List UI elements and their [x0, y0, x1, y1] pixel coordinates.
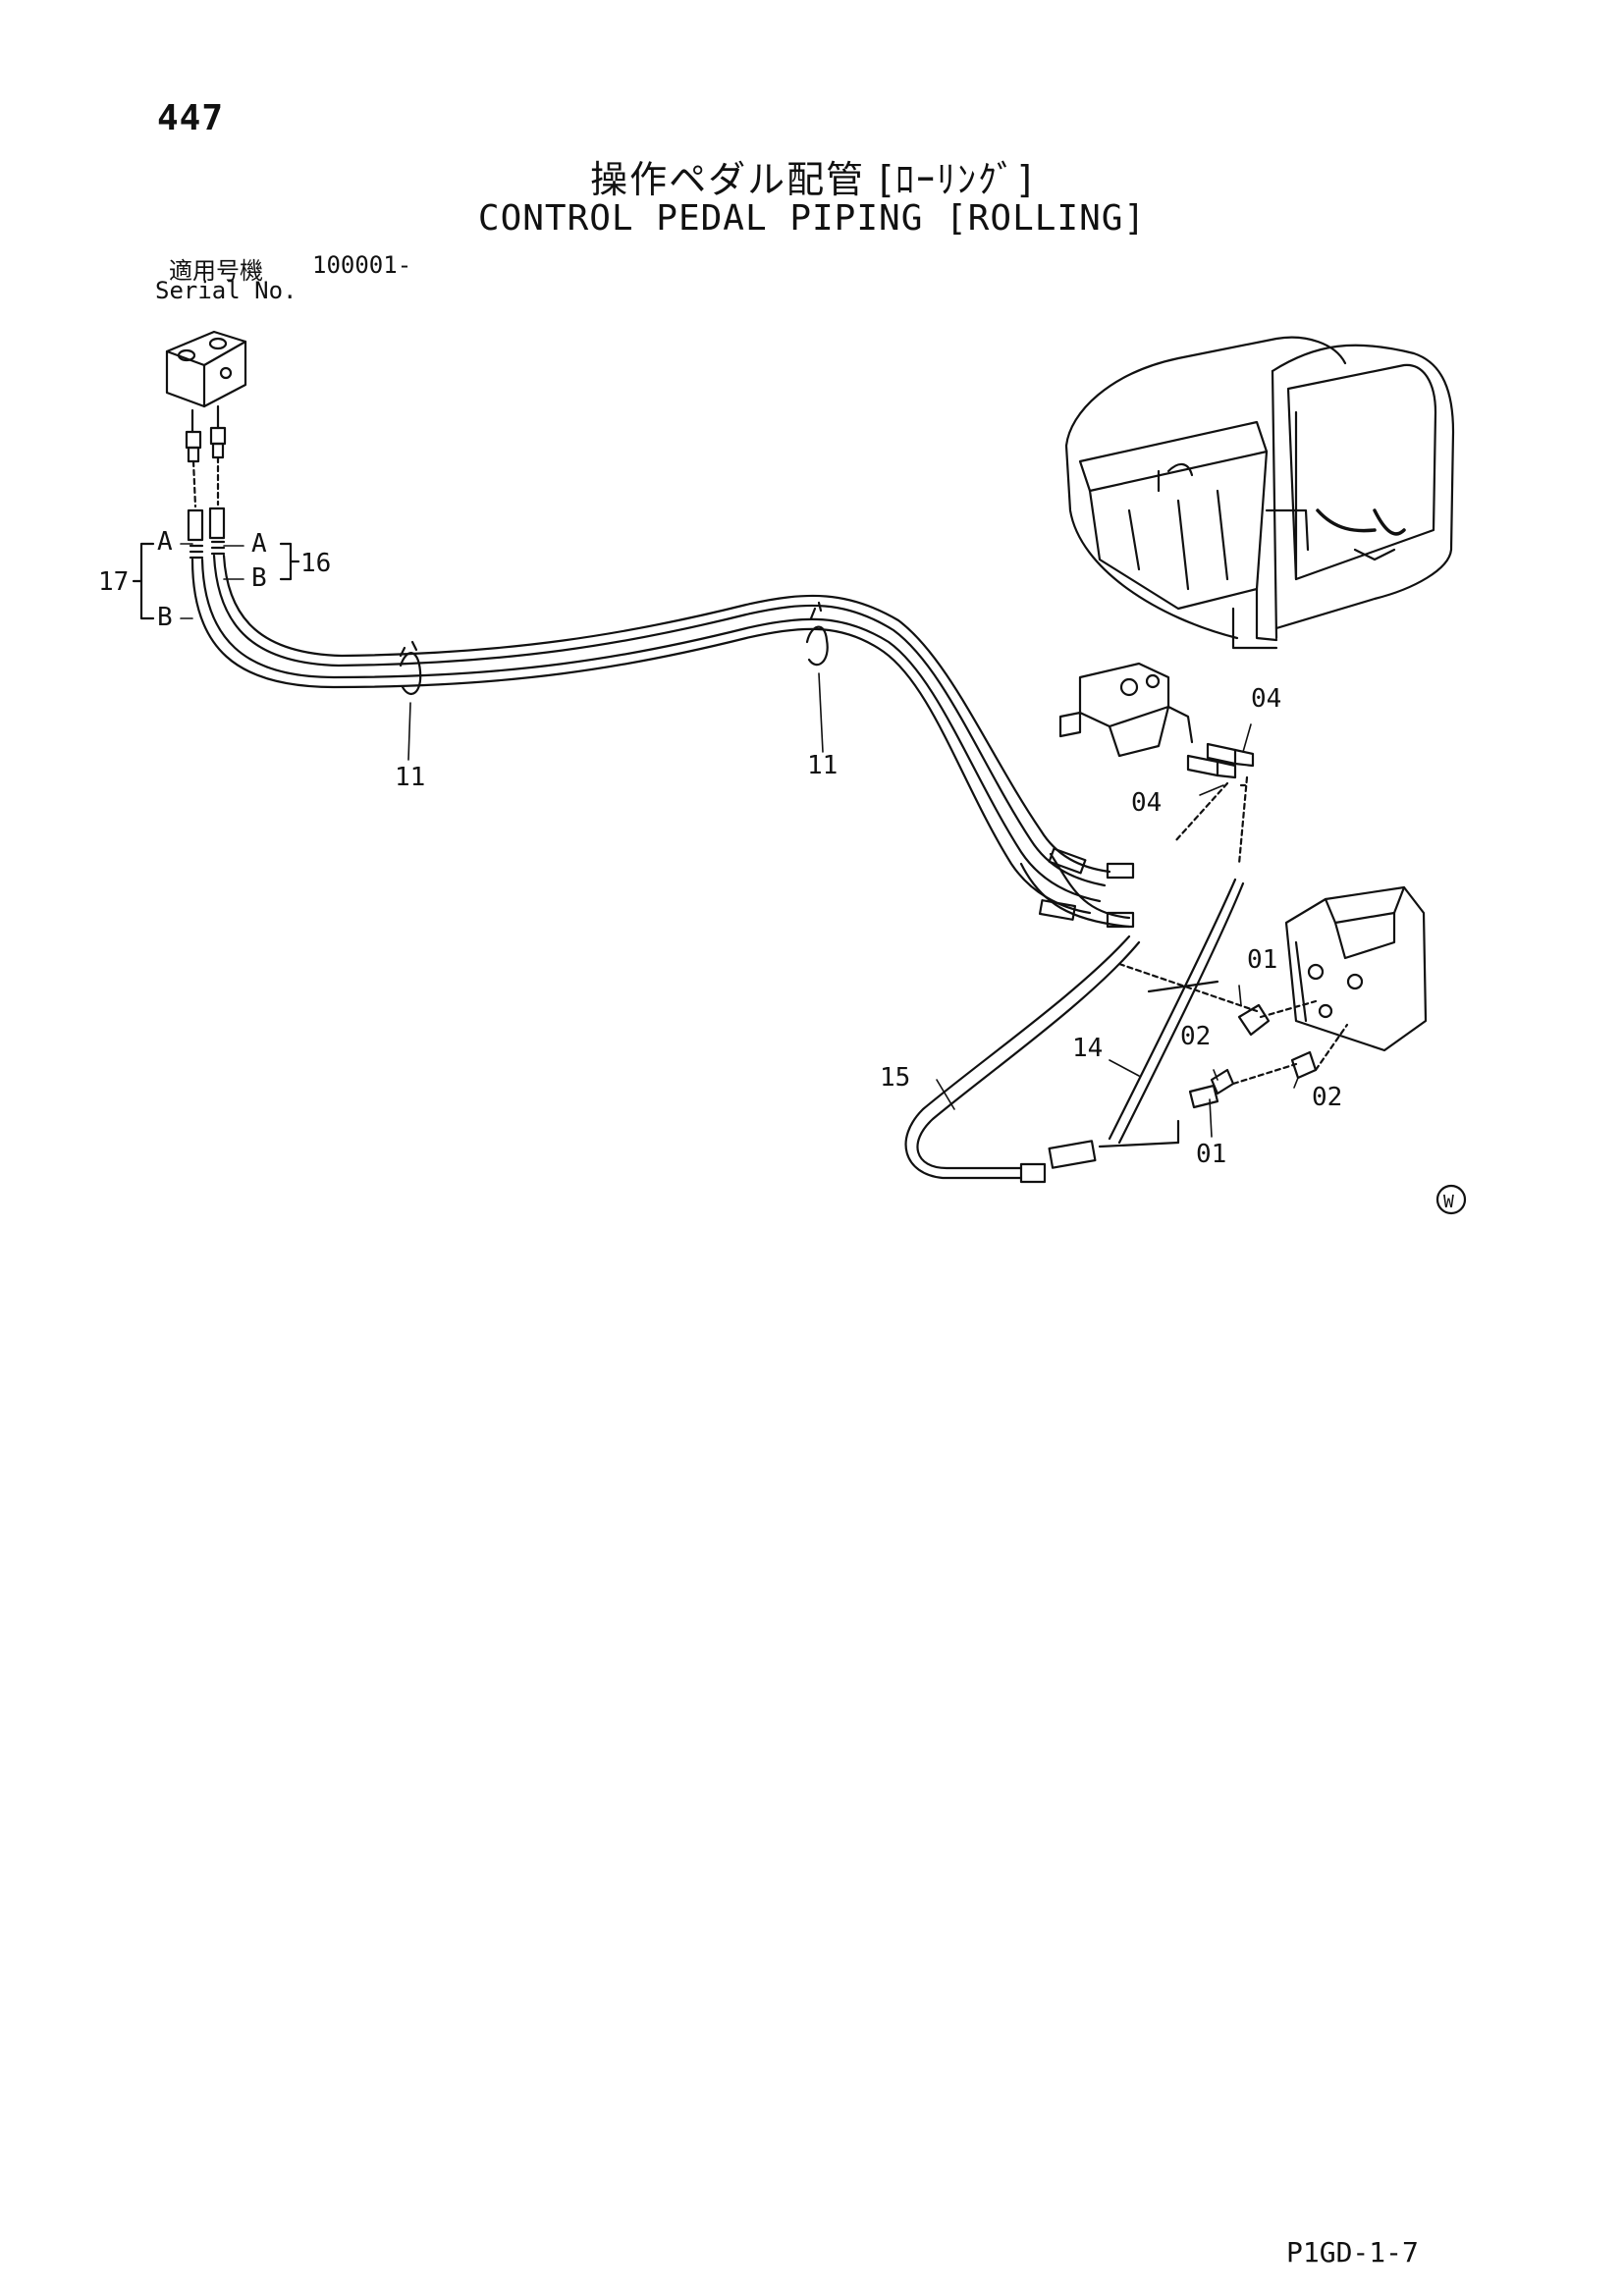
lines-14-15 — [904, 878, 1245, 1184]
fittings-04 — [1172, 742, 1255, 866]
callout-bracket-17 — [132, 542, 155, 620]
valve-adapters — [185, 404, 227, 508]
document-code: P1GD-1-7 — [1286, 2236, 1419, 2269]
w-mark-circle — [1435, 1184, 1467, 1215]
callout-17: 17 — [98, 567, 129, 597]
callout-b-right: B — [251, 563, 267, 593]
callout-04-bottom: 04 — [1131, 788, 1162, 818]
w-mark-letter: W — [1443, 1192, 1454, 1212]
page-title-japanese: 操作ペダル配管 [ﾛｰﾘﾝｸﾞ] — [590, 158, 1034, 201]
fittings-01-02 — [1117, 962, 1349, 1109]
hoses-16-17 — [190, 554, 1131, 929]
serial-label-english: Serial No. — [155, 277, 298, 304]
callout-a-right: A — [251, 529, 267, 559]
leader-lines — [180, 543, 1299, 1138]
hose-end-fittings — [1038, 847, 1135, 929]
clamp-11-right — [805, 601, 829, 667]
callout-11-right: 11 — [807, 751, 838, 780]
callout-02-left: 02 — [1180, 1022, 1211, 1051]
hose-top-fittings — [187, 507, 226, 560]
excavator-outline — [1064, 336, 1455, 650]
callout-b-left: B — [157, 603, 173, 632]
pedal-valve-block — [165, 330, 247, 408]
page-title-english: CONTROL PEDAL PIPING [ROLLING] — [477, 198, 1147, 239]
callout-01-bottom: 01 — [1196, 1140, 1226, 1169]
callout-11-left: 11 — [395, 763, 425, 792]
clamp-11-left — [399, 640, 422, 695]
callout-02-right: 02 — [1312, 1083, 1342, 1112]
callout-bracket-16 — [279, 542, 300, 581]
callout-01-top: 01 — [1247, 945, 1277, 975]
shuttle-valve — [1058, 662, 1194, 758]
page-number: 447 — [157, 98, 225, 138]
callout-a-left: A — [157, 527, 173, 557]
callout-14: 14 — [1072, 1034, 1103, 1063]
callout-16: 16 — [300, 549, 331, 578]
serial-number-range: 100001- — [312, 251, 412, 279]
callout-15: 15 — [880, 1063, 910, 1093]
serial-label-japanese: 適用号機 — [169, 257, 263, 285]
callout-04-top: 04 — [1251, 684, 1281, 714]
pedal-unit — [1284, 885, 1428, 1052]
